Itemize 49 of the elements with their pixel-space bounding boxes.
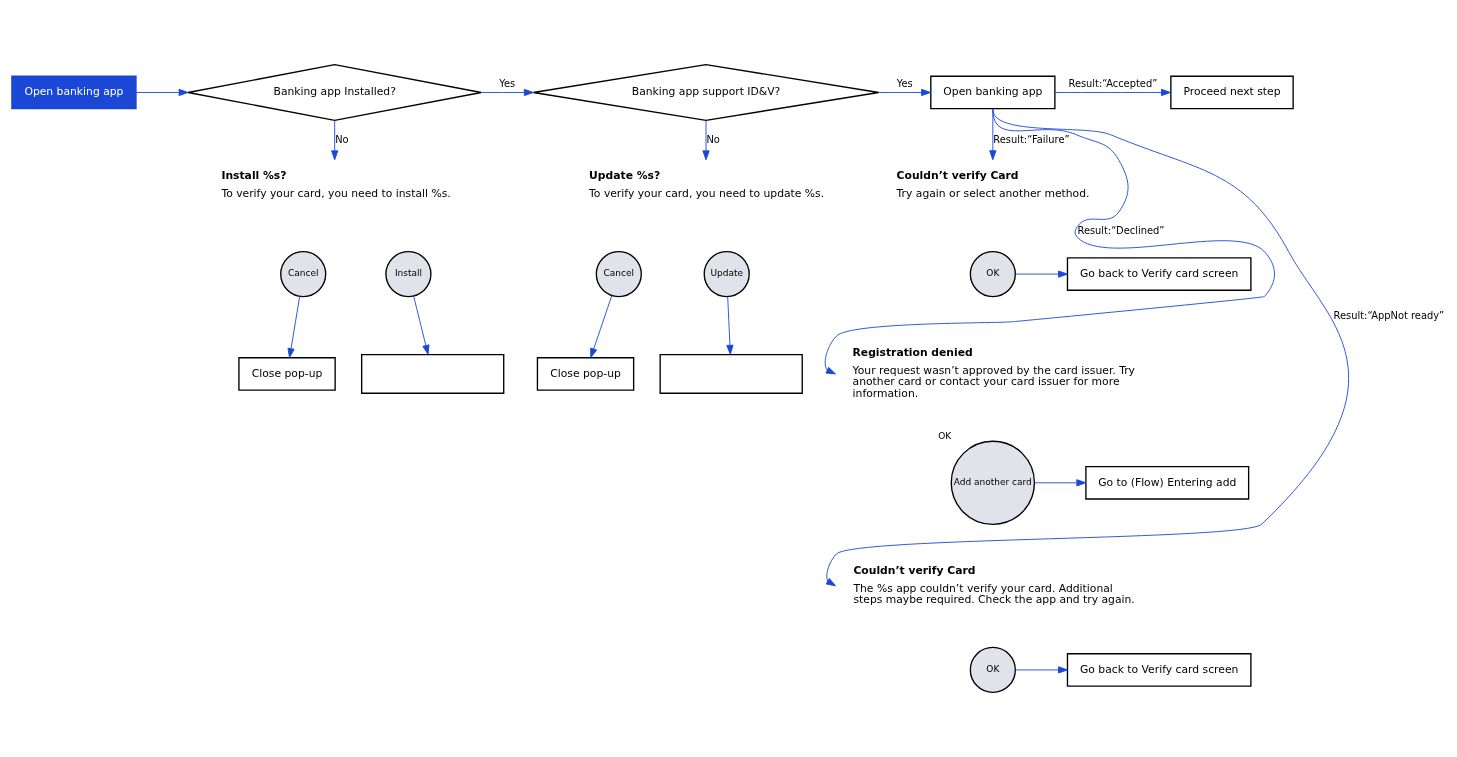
arrow (135, 88, 189, 97)
node-circle: Cancel (280, 250, 327, 298)
node-box: Open banking app (11, 75, 137, 110)
arrow (1015, 666, 1068, 674)
edge-label: No (706, 133, 720, 145)
edge-label: No (335, 133, 349, 145)
arrow (878, 88, 931, 97)
arrow (413, 295, 430, 355)
node-box: Close pop-up (238, 357, 336, 391)
arrow (1033, 479, 1087, 487)
node-text: Install %s? To verify your card, you need to install %s. (221, 169, 451, 201)
node-text: Couldn’t verify Card Try again or select another method. (896, 169, 1090, 201)
arrow (287, 296, 301, 359)
node-box (361, 353, 505, 394)
node-label: OK (938, 430, 952, 441)
node-text: Registration denied Your request wasn’t approved by the card issuer. Try another card or contact your card issuer for more information. (852, 345, 1135, 400)
node-circle: OK (969, 646, 1016, 694)
node-circle: Update (703, 250, 750, 298)
edge-label: Result:“Accepted” (1068, 77, 1158, 89)
node-box (659, 353, 803, 394)
arrow (989, 108, 997, 161)
node-box: Go back to Verify card screen (1066, 653, 1252, 687)
edge-label: Yes (499, 77, 516, 89)
node-text: Update %s? To verify your card, you need to update %s. (589, 169, 825, 201)
node-box: Go to (Flow) Entering add (1085, 465, 1250, 500)
node-text: Couldn’t verify Card The %s app couldn’t verify your card. Additional steps maybe required. Check the app and try again. (853, 563, 1135, 607)
node-circle: OK (969, 250, 1016, 298)
arrow (726, 296, 734, 355)
node-box: Proceed next step (1170, 75, 1294, 110)
edge-label: Result:“Declined” (1077, 225, 1165, 237)
arrow (1054, 88, 1171, 97)
arrow (702, 119, 710, 161)
node-diamond: Banking app Installed? (187, 63, 482, 122)
edge-label: Result:“AppNot ready” (1333, 309, 1445, 321)
node-circle: Add another card (950, 440, 1036, 526)
node-circle: Cancel (595, 250, 642, 298)
arrow (824, 109, 1275, 375)
arrow (1015, 270, 1068, 278)
node-circle: Install (385, 250, 432, 298)
node-diamond: Banking app support ID&V? (532, 63, 880, 122)
node-box: Close pop-up (536, 357, 635, 391)
node-box: Open banking app (930, 75, 1056, 110)
edge-label: Yes (896, 77, 913, 89)
arrow (481, 88, 534, 97)
arrow (825, 109, 1350, 587)
edge-label: Result:“Failure” (993, 133, 1070, 145)
arrow (590, 295, 613, 359)
arrow (331, 119, 339, 161)
node-box: Go back to Verify card screen (1066, 257, 1252, 291)
